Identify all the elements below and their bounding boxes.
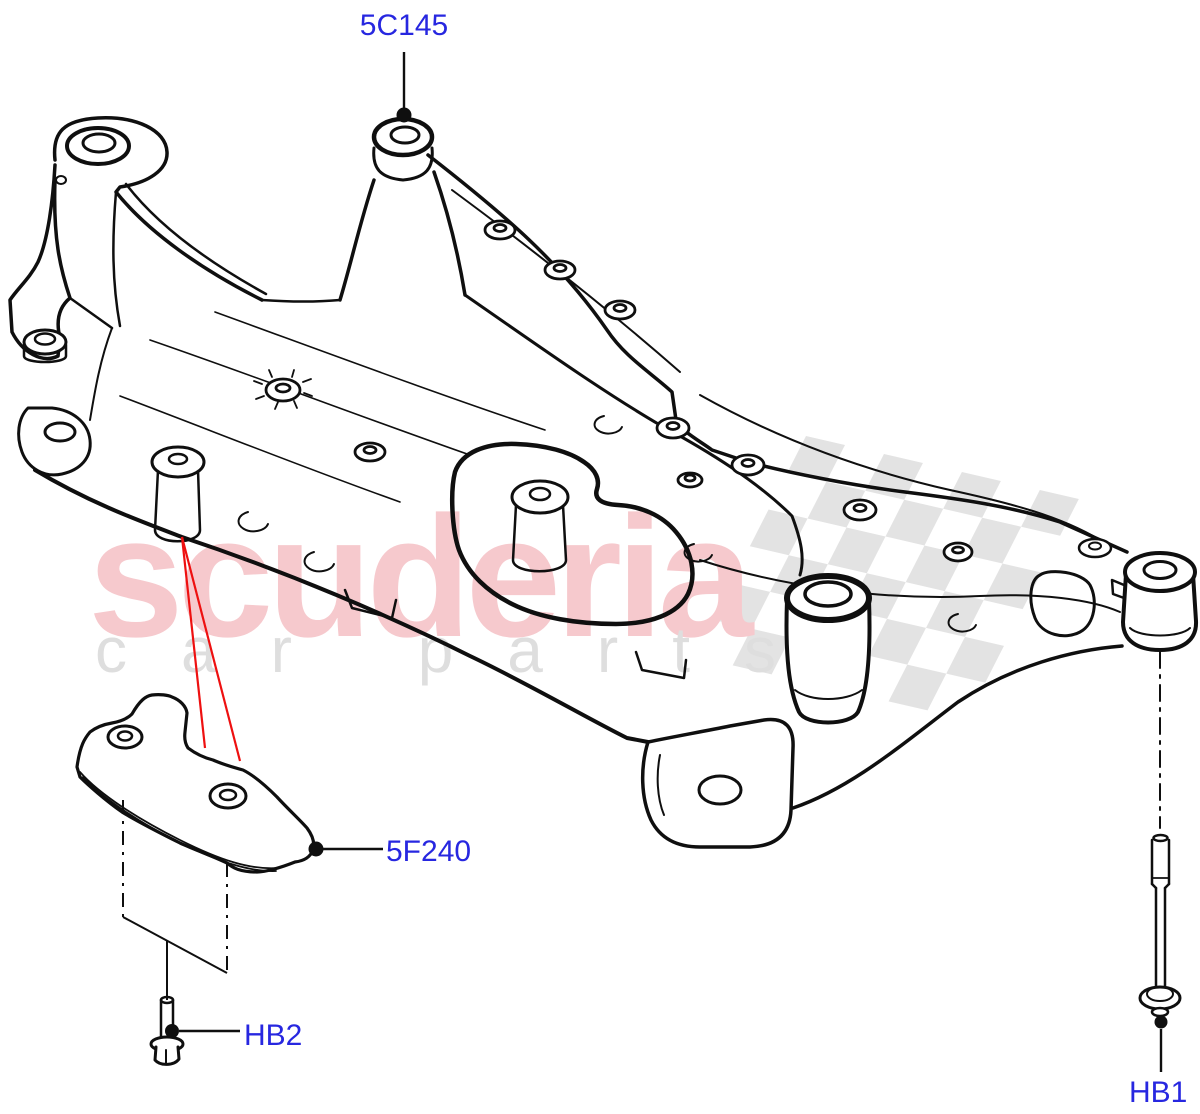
front-left-tower xyxy=(8,116,268,361)
boss-towers xyxy=(150,445,570,573)
center-rear-bushing xyxy=(784,573,872,725)
part-number-labels: 5C145 5F240 HB2 HB1 xyxy=(244,9,1187,1109)
callout-leader-lines xyxy=(165,52,1168,1072)
hb1-stud xyxy=(1138,651,1182,1018)
left-mount-bushing-ring xyxy=(65,126,131,166)
washer-bosses xyxy=(264,219,974,563)
part-number-5c145[interactable]: 5C145 xyxy=(360,9,448,42)
hb2-bolt xyxy=(149,995,185,1066)
projection-lines xyxy=(122,800,228,1000)
callout-dot-hb2 xyxy=(165,1024,179,1038)
heat-shield-part xyxy=(75,693,316,874)
bottom-bracket xyxy=(640,717,795,849)
callout-dot-hb1 xyxy=(1154,1015,1168,1029)
subframe-crossmember-drawing xyxy=(8,116,1199,849)
serrated-washer-ticks xyxy=(253,369,313,410)
crescent-cutouts xyxy=(237,415,977,633)
watermark-layer: scuderia car parts xyxy=(88,436,1079,711)
part-number-5f240[interactable]: 5F240 xyxy=(386,835,471,868)
shield-grommets xyxy=(106,724,248,810)
callout-dot-5f240 xyxy=(308,841,324,857)
front-mount-bushing-ring xyxy=(371,116,435,158)
callout-dot-5c145 xyxy=(396,107,412,123)
rear-right-bushing xyxy=(1110,551,1199,652)
lower-apron xyxy=(33,311,1124,810)
red-leader-lines xyxy=(180,536,242,762)
right-mid-mount xyxy=(1029,537,1113,638)
left-lower-mount xyxy=(17,327,113,477)
front-center-tower xyxy=(260,116,467,303)
part-number-hb2[interactable]: HB2 xyxy=(244,1019,302,1052)
central-opening xyxy=(450,441,695,627)
part-number-hb1[interactable]: HB1 xyxy=(1129,1076,1187,1109)
